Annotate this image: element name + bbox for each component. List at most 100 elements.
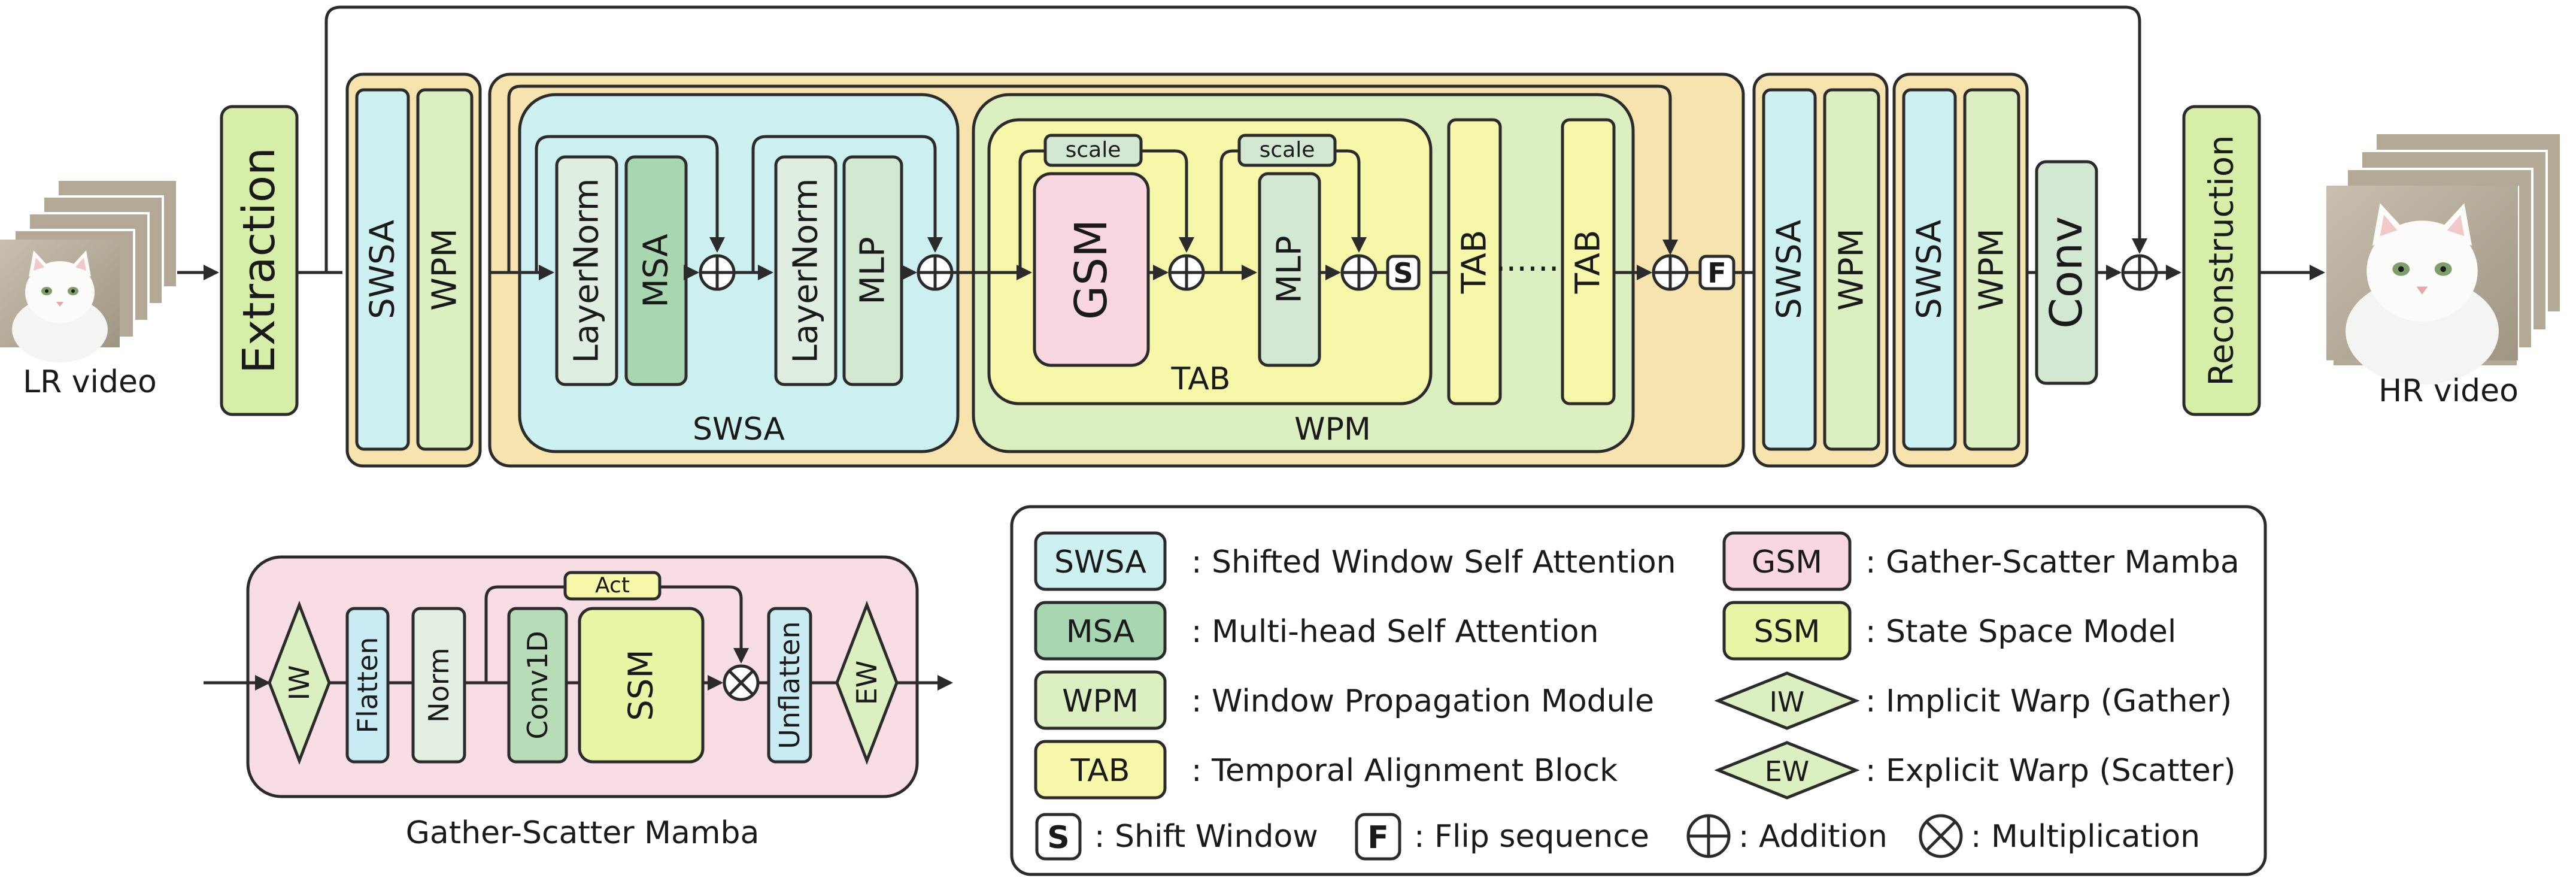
cat-photo (0, 240, 120, 362)
ssm-label: SSM (622, 649, 661, 720)
input-label: LR video (23, 364, 157, 400)
legend-swsa-swatch (1034, 531, 1167, 591)
wpm-block-4 (1963, 88, 2020, 451)
legend-iw-desc: : Implicit Warp (Gather) (1865, 683, 2232, 719)
lr-video-stack (0, 178, 178, 362)
legend-iw-key: IW (1769, 686, 1804, 718)
flip-sequence-label: F (1707, 257, 1726, 289)
legend-shift-desc: : Shift Window (1094, 819, 1318, 855)
legend-ew-swatch (1714, 741, 1860, 800)
legend-gsm-key: GSM (1752, 544, 1822, 580)
wpm-detail-title: WPM (1294, 411, 1371, 447)
legend-ssm-key: SSM (1754, 614, 1821, 650)
shift-window-label: S (1393, 257, 1413, 289)
legend-panel (1010, 505, 2267, 876)
ew-label: EW (851, 661, 883, 706)
legend-tab-key: TAB (1070, 753, 1130, 789)
tab-label-2: TAB (1455, 230, 1494, 295)
output-label: HR video (2378, 373, 2519, 409)
mlp-label-swsa: MLP (854, 237, 893, 304)
legend-wpm-key: WPM (1062, 683, 1139, 719)
wpm-label-4: WPM (1973, 228, 2011, 310)
implicit-warp-icon (268, 601, 331, 765)
flatten-label: Flatten (351, 637, 384, 734)
flatten-block (345, 607, 390, 764)
legend-ew-desc: : Explicit Warp (Scatter) (1865, 753, 2236, 789)
expanded-skip-wire (507, 84, 1678, 273)
gsm-label: GSM (1066, 219, 1117, 320)
legend-mul-desc: : Multiplication (1971, 819, 2200, 855)
wpm-block-1 (416, 88, 474, 451)
swsa-block-4 (1902, 88, 1957, 451)
gsm-detail-caption: Gather-Scatter Mamba (406, 815, 760, 851)
unflatten-label: Unflatten (773, 621, 806, 749)
reconstruction-label: Reconstruction (2202, 135, 2241, 386)
unflatten-block (767, 607, 812, 764)
scale-box-2 (1237, 134, 1337, 167)
multiply-icon (723, 664, 760, 701)
legend-ssm-swatch (1722, 601, 1852, 661)
conv1d-block (507, 607, 568, 764)
legend-gsm-swatch (1722, 531, 1852, 591)
iw-label: IW (283, 665, 315, 700)
legend-shift-key: S (1047, 820, 1069, 856)
mlp-label-tab: MLP (1270, 235, 1309, 303)
act-box (563, 571, 662, 601)
swsa-label-4: SWSA (1910, 220, 1949, 319)
add-icon (699, 254, 736, 291)
msa-label: MSA (637, 234, 676, 307)
legend-tab-swatch (1034, 740, 1167, 800)
swsa-skip-2 (751, 135, 943, 273)
tab-block-n (1561, 118, 1616, 405)
legend-iw-swatch (1714, 671, 1860, 730)
swsa-skip-1 (535, 135, 725, 273)
multiply-icon (1919, 814, 1963, 858)
legend-ew-key: EW (1765, 755, 1810, 788)
swsa-block-1 (355, 88, 410, 451)
legend-msa-desc: : Multi-head Self Attention (1191, 614, 1599, 650)
legend-wpm-desc: : Window Propagation Module (1191, 683, 1654, 719)
add-icon (917, 254, 954, 291)
layernorm-label-1: LayerNorm (568, 178, 606, 364)
norm-block (411, 607, 466, 764)
legend-flip-desc: : Flip sequence (1414, 819, 1649, 855)
global-skip-wire (324, 5, 2147, 273)
tab-detail-title: TAB (1171, 361, 1231, 397)
hr-video-stack (2326, 132, 2562, 385)
legend-swsa-desc: : Shifted Window Self Attention (1191, 544, 1676, 580)
legend-tab-desc: : Temporal Alignment Block (1191, 753, 1618, 789)
scale-label-2: scale (1260, 138, 1315, 162)
gsm-block (1033, 172, 1150, 367)
tab-label-n: TAB (1569, 230, 1608, 295)
reconstruction-block (2182, 105, 2261, 416)
layernorm-block-1 (555, 155, 618, 386)
extraction-block (220, 105, 299, 416)
shift-window-icon (1386, 255, 1421, 290)
legend-shift-swatch (1035, 813, 1082, 861)
add-icon (2121, 254, 2158, 291)
wpm-label-1: WPM (426, 228, 465, 310)
legend-ssm-desc: : State Space Model (1865, 614, 2176, 650)
cat-photo (2326, 186, 2518, 385)
wpm-label-3: WPM (1832, 228, 1871, 310)
conv-label: Conv (2041, 216, 2092, 329)
wpm-block-3 (1823, 88, 1880, 451)
add-icon (1340, 254, 1377, 291)
mlp-block-tab (1258, 172, 1321, 367)
swsa-label-1: SWSA (363, 220, 402, 319)
add-icon (1686, 814, 1731, 858)
norm-label: Norm (423, 647, 455, 722)
legend-wpm-swatch (1034, 670, 1167, 730)
scale-box-1 (1043, 134, 1143, 167)
legend-msa-swatch (1034, 601, 1167, 661)
explicit-warp-icon (835, 601, 899, 765)
add-icon (1652, 254, 1689, 291)
legend-flip-key: F (1367, 820, 1389, 856)
legend-msa-key: MSA (1066, 614, 1135, 650)
swsa-block-3 (1762, 88, 1817, 451)
tab-ellipsis: ······· (1495, 250, 1570, 289)
conv1d-label: Conv1D (521, 631, 554, 739)
legend-gsm-desc: : Gather-Scatter Mamba (1865, 544, 2240, 580)
legend-flip-swatch (1355, 813, 1401, 861)
